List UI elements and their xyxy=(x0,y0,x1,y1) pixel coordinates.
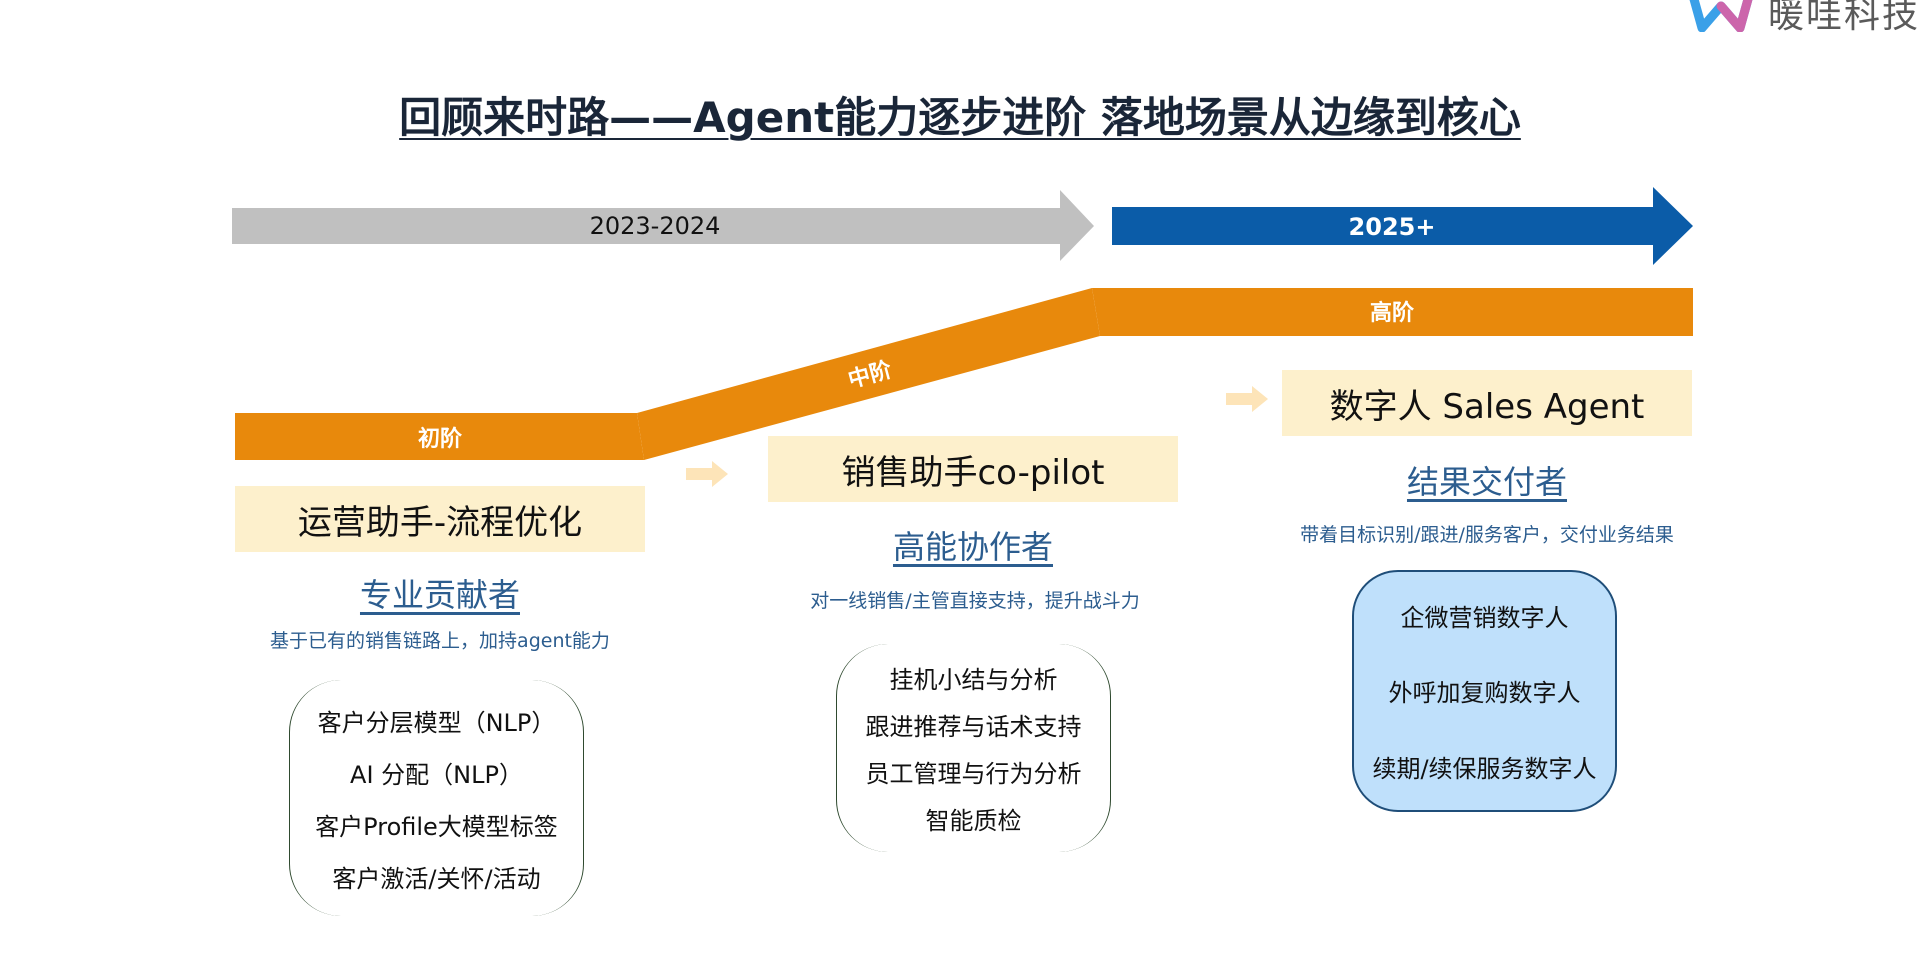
stage-box-operations: 运营助手-流程优化 xyxy=(235,486,645,552)
list-item: 外呼加复购数字人 xyxy=(1388,679,1581,708)
list-item: 企微营销数字人 xyxy=(1400,604,1569,633)
stage-description: 带着目标识别/跟进/服务客户，交付业务结果 xyxy=(1300,524,1674,546)
stage-description: 对一线销售/主管直接支持，提升战斗力 xyxy=(810,590,1140,612)
list-item: 员工管理与行为分析 xyxy=(865,760,1082,788)
timeline-label-2025: 2025+ xyxy=(1349,213,1436,241)
role-title-professional-contributor: 专业贡献者 xyxy=(359,576,520,614)
logo-icon xyxy=(1689,0,1753,32)
role-title-efficient-collaborator: 高能协作者 xyxy=(892,528,1053,566)
small-arrow-icon xyxy=(1226,386,1268,412)
stage-description: 基于已有的销售链路上，加持agent能力 xyxy=(270,630,610,652)
list-item: 客户激活/关怀/活动 xyxy=(332,864,541,893)
digital-human-list: 企微营销数字人 外呼加复购数字人 续期/续保服务数字人 xyxy=(1352,570,1617,812)
role-title-result-deliverer: 结果交付者 xyxy=(1406,463,1567,501)
list-item: 续期/续保服务数字人 xyxy=(1372,754,1597,783)
list-item: AI 分配（NLP） xyxy=(350,760,523,789)
stage-box-digital-sales-agent: 数字人 Sales Agent xyxy=(1282,370,1692,436)
list-item: 客户Profile大模型标签 xyxy=(315,812,558,841)
list-item: 挂机小结与分析 xyxy=(889,666,1058,694)
list-item: 客户分层模型（NLP） xyxy=(317,708,556,737)
stage-items-list: 挂机小结与分析 跟进推荐与话术支持 员工管理与行为分析 智能质检 xyxy=(836,644,1111,852)
logo-text: 暖哇科技 xyxy=(1768,0,1920,36)
list-item: 跟进推荐与话术支持 xyxy=(865,713,1082,741)
level-label-beginner: 初阶 xyxy=(418,426,463,452)
page-title: 回顾来时路——Agent能力逐步进阶 落地场景从边缘到核心 xyxy=(0,84,1920,145)
level-label-advanced: 高阶 xyxy=(1370,300,1415,326)
brand-logo: 暖哇科技 xyxy=(1688,0,1920,38)
timeline-arrow-2023-2024 xyxy=(232,190,1094,261)
small-arrow-icon xyxy=(686,461,728,487)
level-band-advanced xyxy=(1092,288,1693,336)
level-band-intermediate xyxy=(637,288,1100,460)
stage-items-list: 客户分层模型（NLP） AI 分配（NLP） 客户Profile大模型标签 客户… xyxy=(289,680,584,916)
timeline-label-2023-2024: 2023-2024 xyxy=(590,212,721,240)
page-title-text: 回顾来时路——Agent能力逐步进阶 落地场景从边缘到核心 xyxy=(399,93,1521,142)
list-item: 智能质检 xyxy=(925,807,1022,835)
stage-box-sales-copilot: 销售助手co-pilot xyxy=(768,436,1178,502)
level-band-beginner xyxy=(235,413,644,460)
timeline-arrow-2025 xyxy=(1112,187,1693,265)
